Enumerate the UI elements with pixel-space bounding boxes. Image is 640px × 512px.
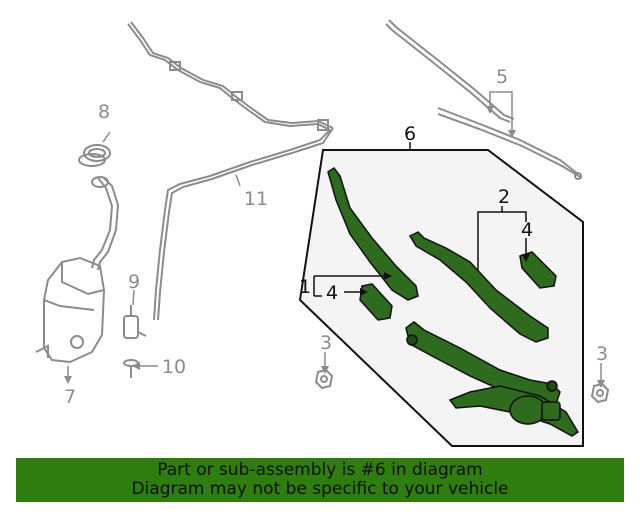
washer-pump[interactable]: [123, 305, 147, 339]
callout-9: 9: [128, 271, 140, 293]
callout-4-right: 4: [521, 219, 533, 241]
wiper-arm-right[interactable]: [408, 231, 549, 343]
washer-reservoir[interactable]: [35, 176, 120, 364]
callout-11: 11: [244, 188, 268, 210]
info-banner-bg: [16, 458, 624, 502]
callout-5: 5: [496, 66, 508, 88]
wiper-motor-linkage[interactable]: [405, 321, 580, 437]
callout-3-left: 3: [320, 332, 332, 354]
callout-4-left: 4: [326, 282, 338, 304]
screw[interactable]: [123, 359, 139, 378]
callout-6: 6: [404, 123, 416, 145]
assembly-6-panel: [298, 149, 584, 447]
arm-cap-left[interactable]: [359, 283, 393, 321]
washer-hose[interactable]: [127, 21, 334, 321]
wiper-arm-left[interactable]: [327, 166, 419, 301]
banner-line-1: Part or sub-assembly is #6 in diagram: [157, 460, 483, 480]
leader-arrows-grey: [64, 106, 605, 388]
leader-arrows: [360, 254, 530, 296]
leader-lines: [67, 91, 602, 382]
callout-1: 1: [299, 276, 311, 298]
reservoir-cap[interactable]: [78, 144, 111, 167]
callout-7: 7: [64, 386, 76, 408]
callout-2: 2: [498, 186, 510, 208]
callout-3-right: 3: [596, 343, 608, 365]
callout-10: 10: [162, 356, 186, 378]
nut-left[interactable]: [314, 368, 334, 390]
info-banner: Part or sub-assembly is #6 in diagram Di…: [16, 458, 624, 502]
banner-line-2: Diagram may not be specific to your vehi…: [131, 479, 509, 499]
arm-cap-right[interactable]: [519, 251, 557, 289]
nut-right[interactable]: [590, 382, 610, 404]
callout-8: 8: [98, 101, 110, 123]
wiper-blades[interactable]: [385, 19, 583, 180]
